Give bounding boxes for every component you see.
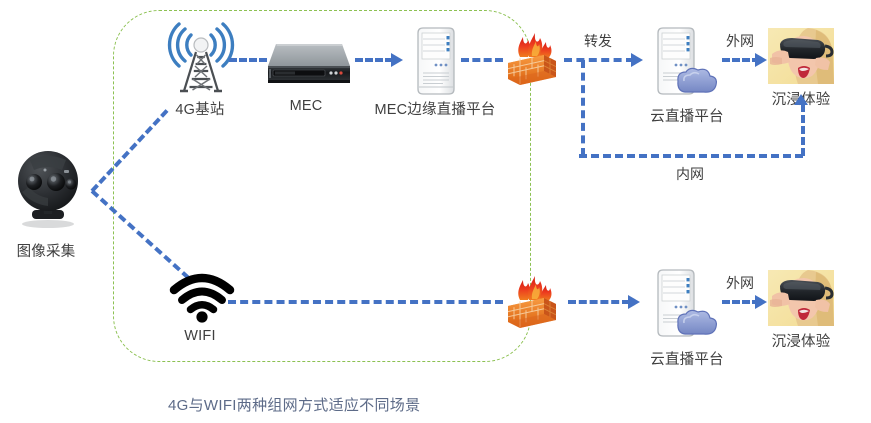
link-internal-right-segment <box>801 104 805 156</box>
mec-platform-label: MEC边缘直播平台 <box>374 102 496 118</box>
link-external-top-arrow <box>755 53 767 67</box>
tower-server-icon <box>412 25 460 97</box>
edge-label-external-top: 外网 <box>726 33 754 49</box>
link-wifi-to-firewall <box>228 300 503 304</box>
mec-label: MEC <box>289 98 323 114</box>
edge-label-internal: 内网 <box>676 166 704 182</box>
link-internal-left-segment <box>581 60 585 156</box>
diagram-caption: 4G与WIFI两种组网方式适应不同场景 <box>168 397 421 414</box>
vr-bottom-label: 沉浸体验 <box>771 334 831 350</box>
link-mec-to-platform-arrow <box>391 53 403 67</box>
cell-tower-icon <box>166 22 236 95</box>
link-mec-to-platform <box>355 58 393 62</box>
firewall-icon <box>500 270 562 332</box>
base-station-label: 4G基站 <box>175 102 225 118</box>
cloud-server-icon <box>652 25 722 101</box>
link-external-bottom <box>722 300 760 304</box>
vr-headset-photo <box>768 28 834 84</box>
cloud-platform-bottom-label: 云直播平台 <box>650 352 724 368</box>
link-firewall-to-cloud-bottom-arrow <box>628 295 640 309</box>
link-external-bottom-arrow <box>755 295 767 309</box>
link-internal-arrow <box>794 94 808 105</box>
wifi-icon <box>169 272 235 324</box>
cloud-overlay <box>677 67 717 93</box>
vr-headset-photo <box>768 270 834 326</box>
link-internal-bottom-segment <box>579 154 803 158</box>
camera-label: 图像采集 <box>16 244 76 260</box>
panoramic-camera-icon <box>8 148 88 230</box>
rack-server-icon <box>264 40 350 84</box>
cloud-platform-top-label: 云直播平台 <box>650 109 724 125</box>
link-4g-to-mec <box>229 58 267 62</box>
link-forward-to-cloud <box>564 58 634 62</box>
link-platform-to-firewall-top <box>461 58 503 62</box>
edge-network-zone <box>113 10 531 362</box>
link-external-top <box>722 58 760 62</box>
link-firewall-to-cloud-bottom <box>568 300 630 304</box>
edge-label-external-bottom: 外网 <box>726 275 754 291</box>
link-forward-arrow <box>631 53 643 67</box>
wifi-label: WIFI <box>184 328 216 344</box>
cloud-server-icon <box>652 267 722 343</box>
firewall-icon <box>500 27 562 89</box>
cloud-overlay <box>677 309 717 335</box>
edge-label-forward: 转发 <box>584 33 612 49</box>
